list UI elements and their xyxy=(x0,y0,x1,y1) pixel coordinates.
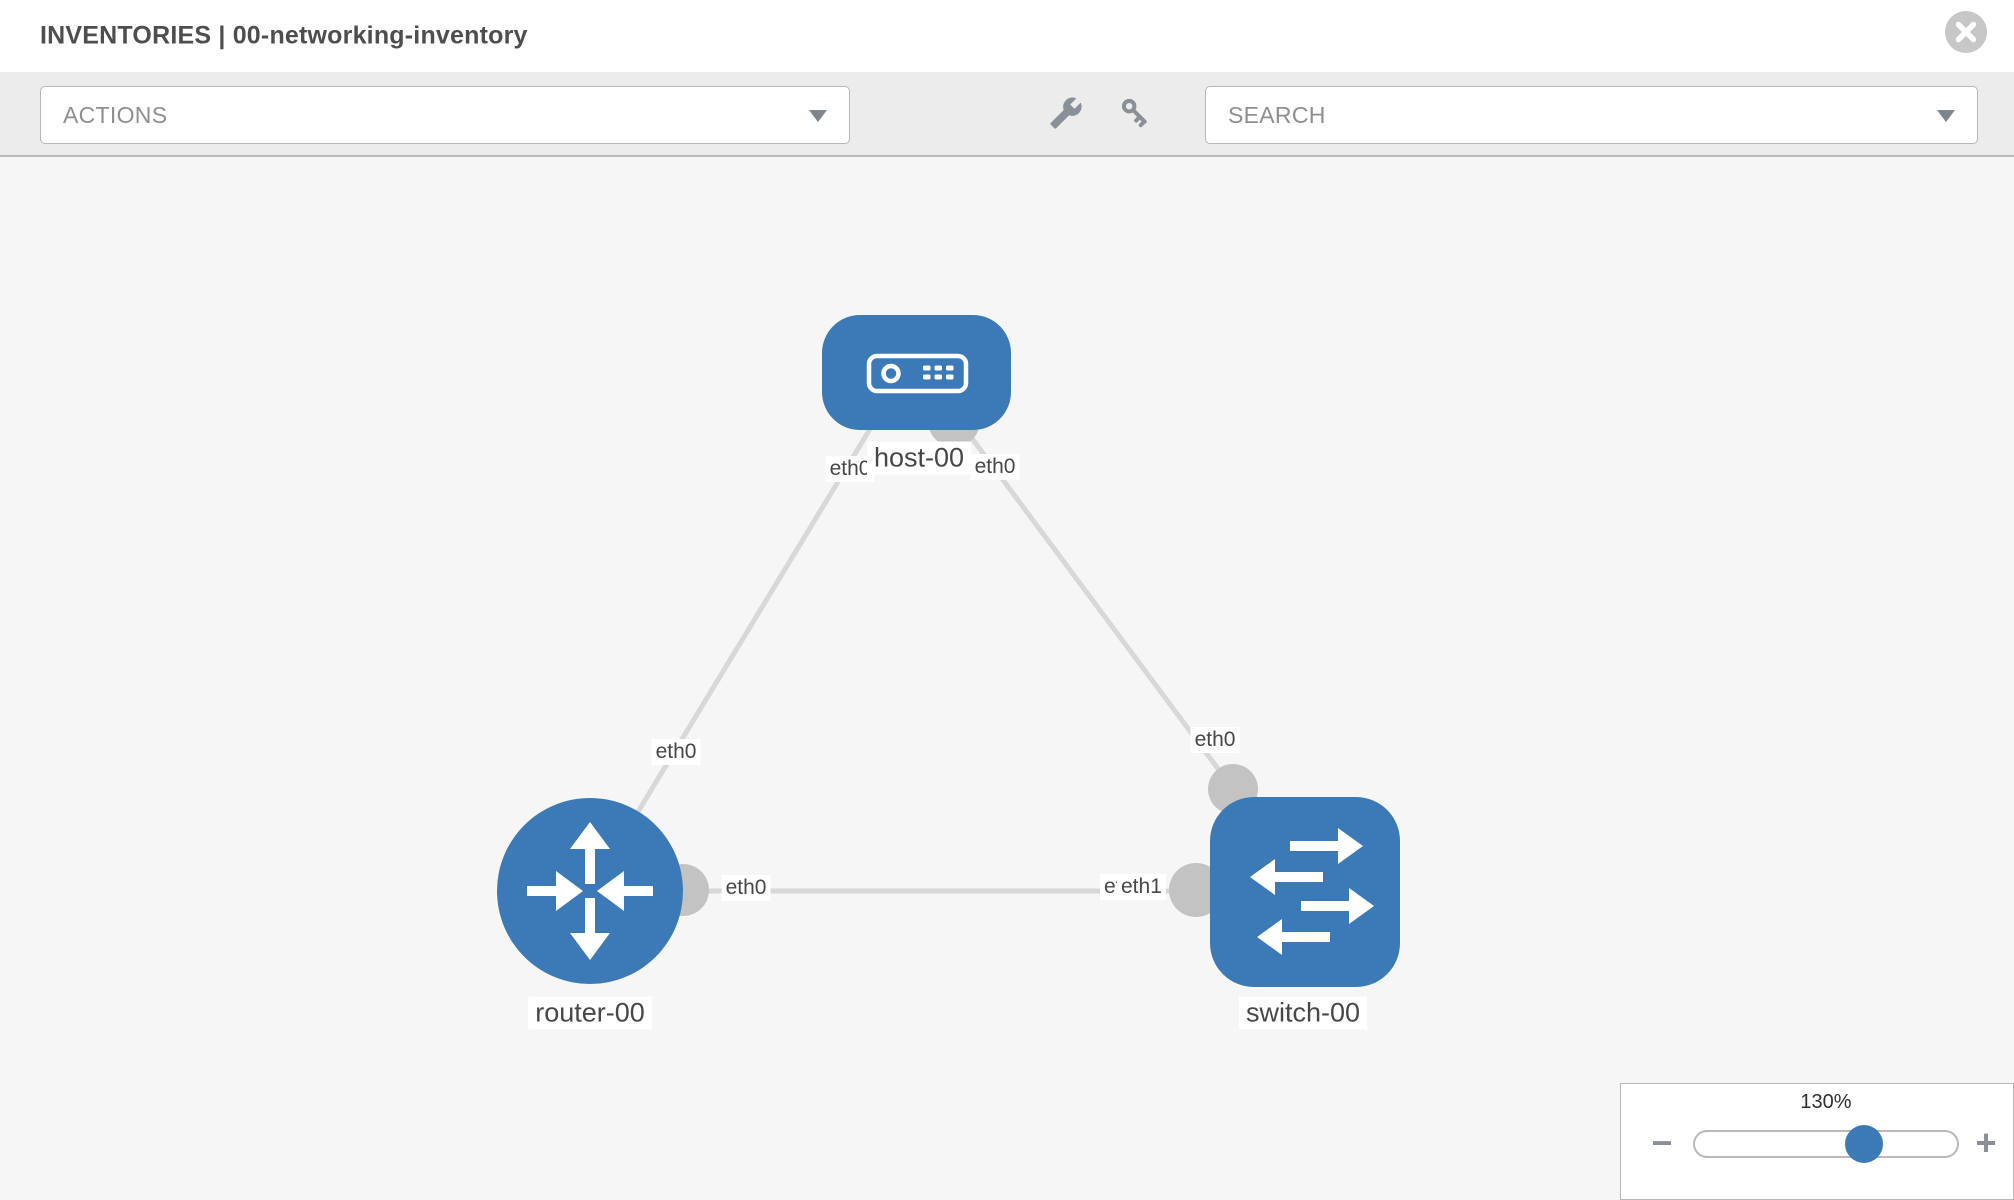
port-label-switch-up: eth0 xyxy=(1190,727,1240,753)
search-placeholder: SEARCH xyxy=(1228,101,1326,128)
zoom-level: 130% xyxy=(1800,1091,1852,1113)
zoom-slider-track[interactable] xyxy=(1693,1125,1959,1163)
switch-node-shape[interactable] xyxy=(1210,797,1400,987)
key-button[interactable] xyxy=(1117,94,1154,131)
port-label-switch-left-eth1: eth1 xyxy=(1117,874,1166,900)
page-title: INVENTORIES | 00-networking-inventory xyxy=(40,21,528,50)
chevron-down-icon xyxy=(1937,110,1955,122)
node-label-switch: switch-00 xyxy=(1238,996,1368,1030)
node-label-host: host-00 xyxy=(866,441,972,475)
wrench-button[interactable] xyxy=(1049,96,1083,130)
node-label-router: router-00 xyxy=(528,996,652,1030)
zoom-out-button[interactable]: − xyxy=(1651,1122,1673,1163)
router-node-shape[interactable] xyxy=(497,798,683,984)
close-icon xyxy=(1945,11,1987,53)
port-label-host-left: eth0 xyxy=(825,456,875,482)
zoom-panel: 130% − + xyxy=(1620,1083,2014,1200)
zoom-in-button[interactable]: + xyxy=(1975,1122,1997,1163)
actions-dropdown[interactable]: ACTIONS xyxy=(40,86,850,144)
port-label-router-right: eth0 xyxy=(721,875,771,901)
host-icon xyxy=(866,353,969,394)
key-icon xyxy=(1121,98,1147,128)
switch-icon xyxy=(1250,828,1374,955)
port-label-host-right: eth0 xyxy=(970,454,1020,480)
node-router[interactable] xyxy=(497,798,683,984)
header: INVENTORIES | 00-networking-inventory xyxy=(0,0,2014,72)
wrench-icon xyxy=(1050,97,1082,129)
toolbar: ACTIONS SEARCH xyxy=(0,72,2014,157)
actions-dropdown-label: ACTIONS xyxy=(63,101,168,128)
close-button[interactable] xyxy=(1945,11,1987,53)
node-host[interactable] xyxy=(822,315,1011,430)
port-label-router-up: eth0 xyxy=(651,739,701,765)
host-node-shape[interactable] xyxy=(822,315,1011,430)
search-dropdown[interactable]: SEARCH xyxy=(1205,86,1978,144)
node-switch[interactable] xyxy=(1210,797,1400,987)
router-icon xyxy=(527,822,653,960)
zoom-slider-thumb[interactable] xyxy=(1845,1125,1883,1163)
chevron-down-icon xyxy=(809,110,827,122)
interface-circle-switch-left[interactable] xyxy=(1169,863,1223,917)
